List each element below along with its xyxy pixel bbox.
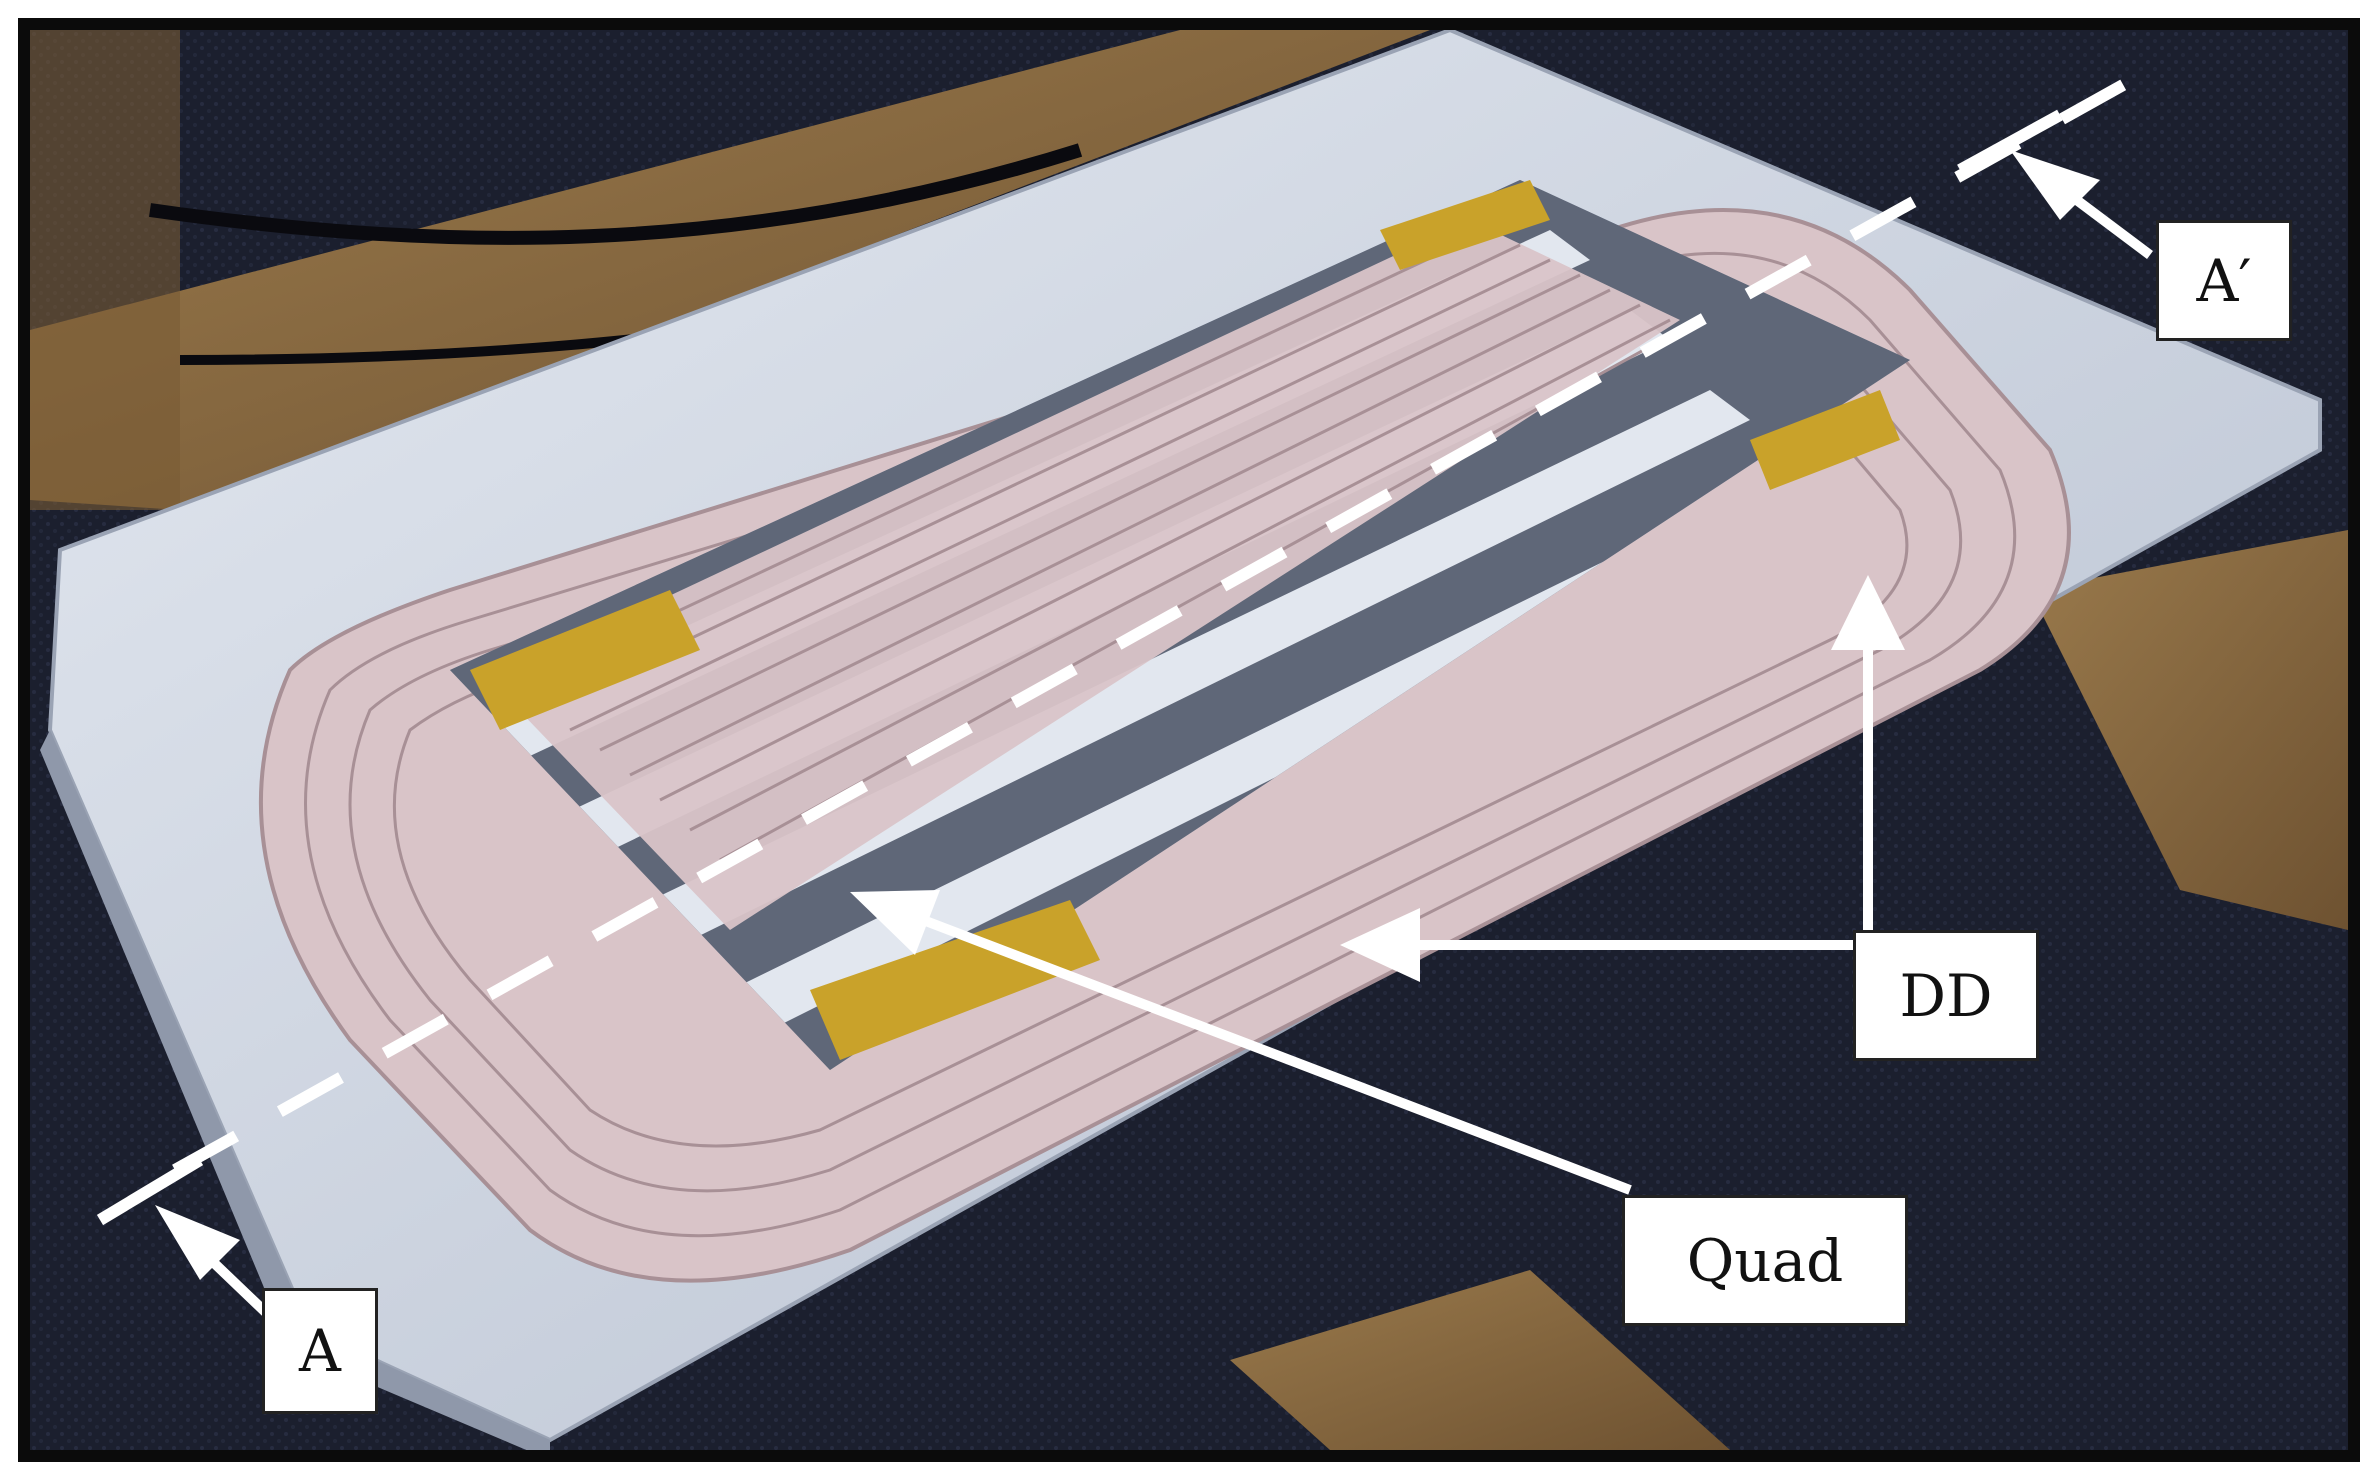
section-mark-a-prime [1957, 109, 2063, 176]
annotation-arrows [155, 150, 2153, 1354]
label-a: A [262, 1288, 378, 1414]
label-a-prime: A′ [2156, 220, 2292, 341]
section-mark-a [96, 1154, 204, 1226]
photo-frame: A A′ DD Quad [18, 18, 2360, 1462]
cable [149, 143, 1083, 245]
kapton-tape [470, 180, 1900, 1060]
label-dd: DD [1853, 930, 2039, 1061]
coil-photo [30, 30, 2348, 1450]
label-quad: Quad [1622, 1195, 1908, 1326]
quad-coil [490, 220, 1681, 930]
section-line [172, 64, 2153, 1176]
